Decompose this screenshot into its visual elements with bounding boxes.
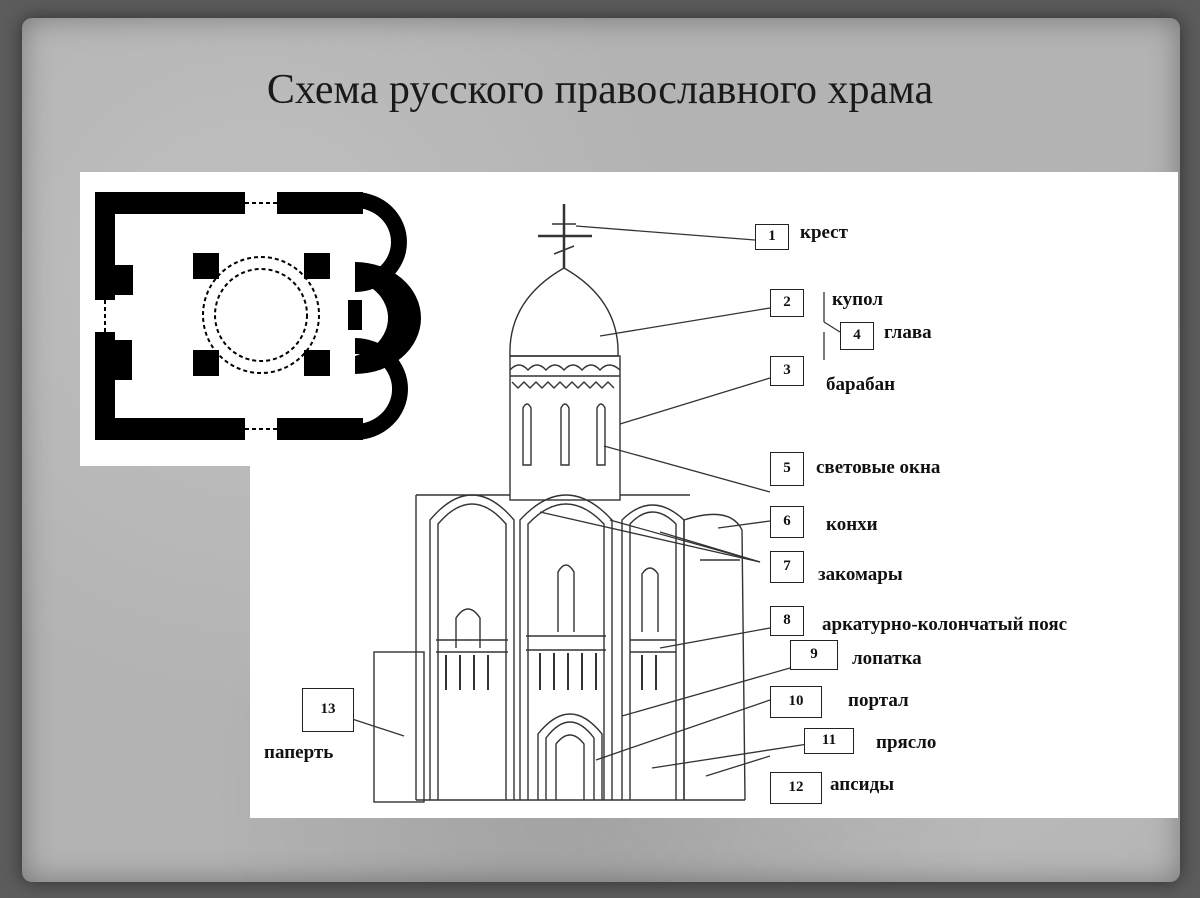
label-box-6: 6 xyxy=(770,506,804,538)
label-box-10: 10 xyxy=(770,686,822,718)
label-box-13: 13 xyxy=(302,688,354,732)
label-svetovye-okna: световые окна xyxy=(816,457,941,478)
label-paperti: паперть xyxy=(264,742,334,763)
label-zakomary: закомары xyxy=(818,564,903,585)
page-title: Схема русского православного храма xyxy=(266,67,934,113)
label-box-12: 12 xyxy=(770,772,822,804)
label-apsidy: апсиды xyxy=(830,774,895,795)
label-box-7: 7 xyxy=(770,551,804,583)
church-elevation xyxy=(373,204,746,803)
label-pryaslo: прясло xyxy=(876,732,937,753)
label-box-1: 1 xyxy=(755,224,789,250)
leader-lines xyxy=(345,225,841,777)
label-baraban: барабан xyxy=(826,374,896,395)
label-box-11: 11 xyxy=(804,728,854,754)
label-arkaturnyi-poyas: аркатурно-колончатый пояс xyxy=(822,614,1068,635)
plan-stair xyxy=(112,345,128,371)
label-portal: портал xyxy=(848,690,909,711)
label-konhi: конхи xyxy=(826,514,878,535)
diagram-panel xyxy=(250,172,1178,818)
label-box-3: 3 xyxy=(770,356,804,386)
label-box-4: 4 xyxy=(840,322,874,350)
label-box-8: 8 xyxy=(770,606,804,636)
label-krest: крест xyxy=(800,222,848,243)
floor-plan xyxy=(95,192,421,440)
label-box-9: 9 xyxy=(790,640,838,670)
label-kupol: купол xyxy=(832,289,884,310)
label-box-2: 2 xyxy=(770,289,804,317)
plan-dome-outline xyxy=(104,202,320,430)
label-lopatka: лопатка xyxy=(852,648,922,669)
label-box-5: 5 xyxy=(770,452,804,486)
label-glava: глава xyxy=(884,322,932,343)
